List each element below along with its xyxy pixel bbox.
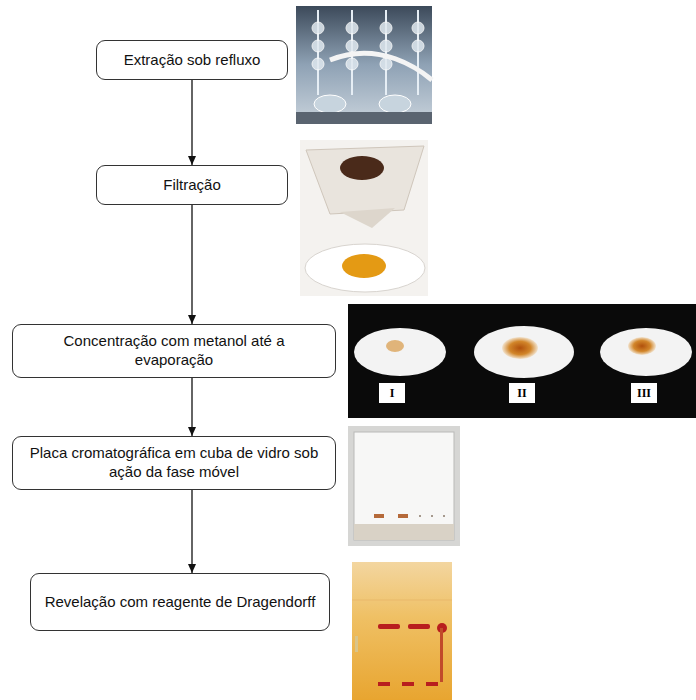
evaporating-dishes-photo [348, 304, 696, 418]
tlc-chamber-photo [348, 426, 460, 546]
reflux-photo [296, 6, 432, 124]
process-box: Revelação com reagente de Dragendorff [30, 573, 330, 631]
process-box: Extração sob refluxo [96, 40, 288, 80]
process-box: Placa cromatográfica em cuba de vidro so… [12, 436, 336, 490]
flow-arrow [191, 378, 192, 436]
process-label: Revelação com reagente de Dragendorff [45, 593, 316, 612]
process-label: Placa cromatográfica em cuba de vidro so… [23, 444, 325, 482]
flow-arrow [191, 80, 192, 165]
dragendorff-plate-photo [352, 562, 452, 700]
process-box: Concentração com metanol até a evaporaçã… [12, 324, 336, 378]
sample-number: III [631, 383, 657, 403]
flow-arrow [191, 205, 192, 324]
filtration-photo [300, 140, 428, 296]
process-box: Filtração [96, 165, 288, 205]
process-label: Filtração [163, 176, 221, 195]
sample-number: I [379, 383, 405, 403]
process-label: Extração sob refluxo [124, 51, 261, 70]
flow-arrow [191, 490, 192, 573]
process-label: Concentração com metanol até a evaporaçã… [23, 332, 325, 370]
sample-number: II [509, 383, 535, 403]
